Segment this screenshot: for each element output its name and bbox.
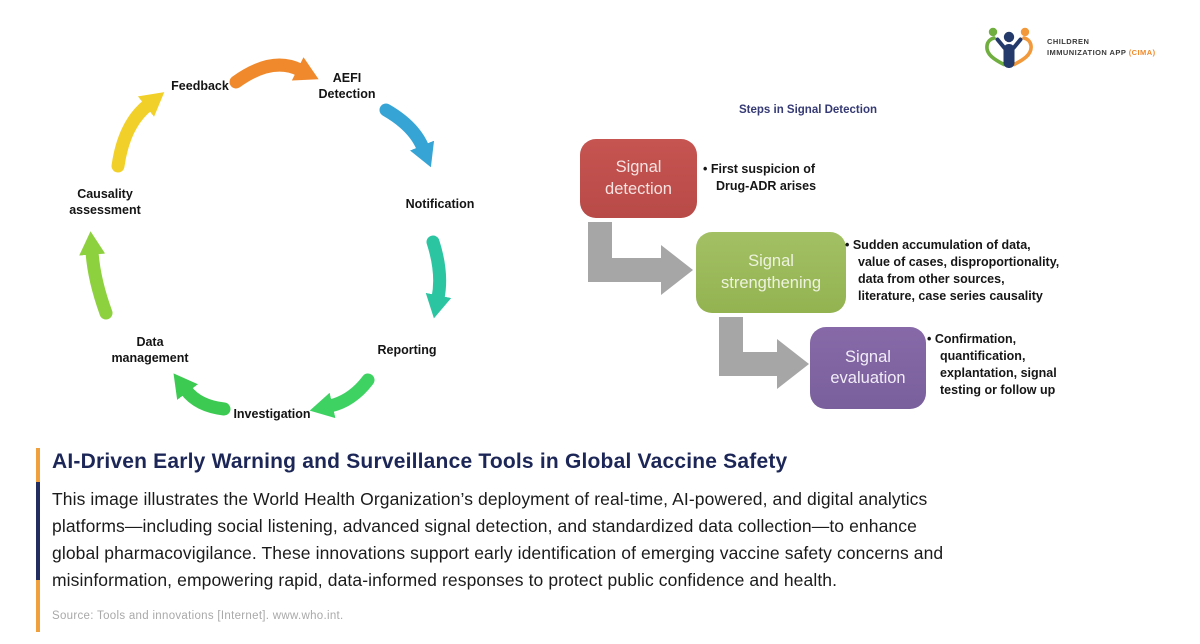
cima-logo: CHILDREN IMMUNIZATION APP (CIMA) (983, 26, 1156, 68)
arrow-causality-to-feedback (111, 92, 165, 173)
arrow-investigation-to-data (173, 373, 231, 416)
flowchart-note-signal-detection: • First suspicion of Drug-ADR arises (703, 162, 817, 193)
accent-bar-navy (36, 482, 40, 580)
flowchart-box-signal-detection: Signal detection (580, 139, 697, 218)
cycle-label-feedback: Feedback (171, 79, 229, 93)
connector-detection-to-strengthening (588, 222, 693, 295)
logo-line2: IMMUNIZATION APP (CIMA) (1047, 48, 1156, 57)
flowchart-box-signal-strengthening: Signal strengthening (696, 232, 846, 313)
flowchart-heading: Steps in Signal Detection (738, 104, 878, 116)
arrow-notification-to-reporting (425, 235, 452, 319)
logo-cima-accent: (CIMA) (1128, 48, 1156, 57)
caption-body: This image illustrates the World Health … (52, 489, 944, 590)
arrow-data-to-causality (79, 231, 113, 320)
cycle-label-causality-assessment: Causality assessment (69, 187, 141, 218)
cima-logo-text: CHILDREN IMMUNIZATION APP (CIMA) (1047, 36, 1156, 58)
cima-logo-icon (985, 27, 1033, 68)
connector-strengthening-to-evaluation (719, 317, 809, 389)
accent-bar-orange-top (36, 448, 40, 482)
caption-source: Source: Tools and innovations [Internet]… (52, 610, 344, 622)
flowchart-note-signal-evaluation: • Confirmation, quantification, explanta… (927, 332, 1057, 397)
flowchart-note-signal-strengthening: • Sudden accumulation of data, value of … (845, 238, 1060, 303)
cycle-label-aefi-detection: AEFI Detection (318, 71, 376, 102)
cycle-label-data-management: Data management (111, 335, 189, 366)
accent-bar-orange-bottom (36, 580, 40, 632)
arrow-reporting-to-investigation (309, 373, 375, 419)
cycle-label-reporting: Reporting (377, 343, 437, 357)
flowchart-box-signal-evaluation: Signal evaluation (810, 327, 926, 409)
cycle-label-notification: Notification (405, 197, 475, 211)
caption-title: AI-Driven Early Warning and Surveillance… (52, 450, 788, 473)
arrow-feedback-to-aefi (229, 57, 319, 89)
cycle-label-investigation: Investigation (233, 407, 311, 421)
logo-line1: CHILDREN (1047, 37, 1090, 46)
arrow-aefi-to-notification (379, 103, 435, 168)
